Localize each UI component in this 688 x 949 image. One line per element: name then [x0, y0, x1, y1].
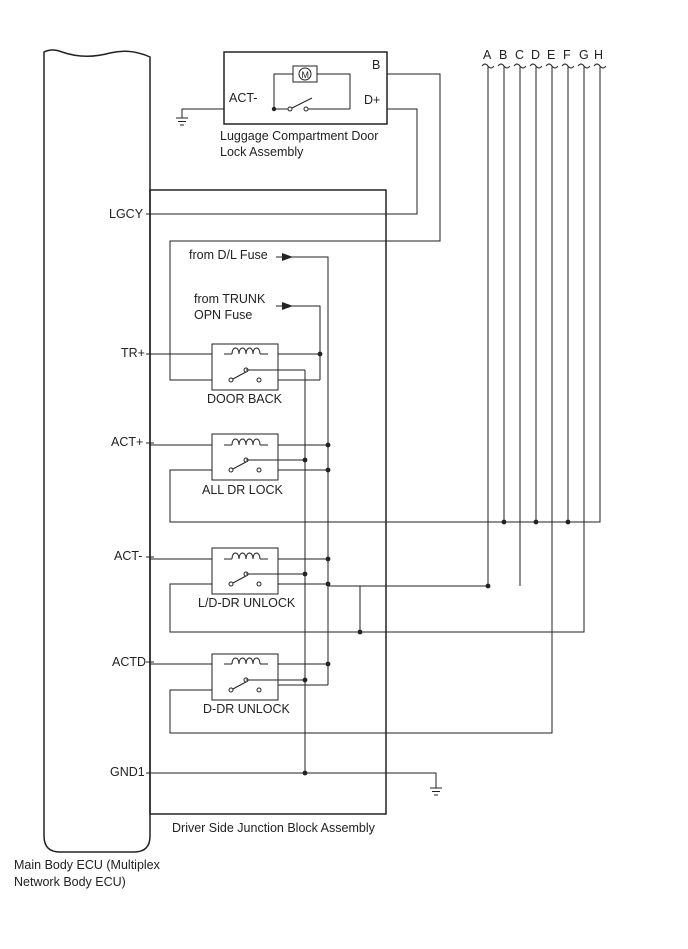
relay-door-back [211, 343, 279, 391]
relay-label-ld-dr-unlock: L/D-DR UNLOCK [198, 596, 296, 610]
relay-coil-icon [231, 552, 261, 560]
motor-symbol: M [302, 70, 310, 80]
luggage-label-line2: Lock Assembly [220, 145, 304, 159]
relay-all-dr-lock [211, 433, 279, 481]
connector-label-c: C [515, 48, 524, 62]
ecu-pin-tr-plus: TR+ [121, 346, 145, 360]
relay-coil-icon [231, 657, 261, 665]
motor-icon: M [292, 65, 318, 83]
ecu-pin-actd: ACTD [112, 655, 146, 669]
luggage-pin-d-plus: D+ [364, 93, 380, 107]
junction-block-outline [149, 189, 387, 815]
fuse-dl-label: from D/L Fuse [189, 248, 268, 262]
connector-label-a: A [483, 48, 492, 62]
wire-connector-a [328, 66, 489, 587]
fuse-trunk-label-line2: OPN Fuse [194, 308, 252, 322]
junction-dots [302, 351, 571, 776]
connector-label-e: E [547, 48, 555, 62]
ground-symbol-luggage [176, 108, 224, 126]
connector-label-g: G [579, 48, 589, 62]
ecu-pin-act-plus: ACT+ [111, 435, 143, 449]
junction-block-label: Driver Side Junction Block Assembly [172, 821, 376, 835]
wire-d-dr-unlock-output [169, 66, 553, 734]
arrow-icon [282, 302, 293, 310]
wire-trunk-fuse-feed [276, 305, 321, 380]
ecu-label-line1: Main Body ECU (Multiplex [14, 858, 161, 872]
luggage-label-line1: Luggage Compartment Door [220, 129, 378, 143]
luggage-pin-b: B [372, 58, 380, 72]
wire-dl-fuse-bus [276, 256, 329, 685]
ecu-pin-gnd1: GND1 [110, 765, 145, 779]
relay-ld-dr-unlock [211, 547, 279, 595]
connector-label-b: B [499, 48, 507, 62]
connector-label-h: H [594, 48, 603, 62]
wire-dplus-to-lgcy [150, 108, 418, 215]
luggage-door-lock-assembly: M ACT- B D+ Luggage Compartment Door Loc… [220, 51, 388, 159]
ecu-label-line2: Network Body ECU) [14, 875, 126, 889]
ecu-pin-act-minus: ACT- [114, 549, 142, 563]
ground-symbol-junction [430, 787, 442, 796]
wire-ground-bus [150, 370, 437, 788]
relay-label-d-dr-unlock: D-DR UNLOCK [203, 702, 290, 716]
connector-label-d: D [531, 48, 540, 62]
relay-label-all-dr-lock: ALL DR LOCK [202, 483, 283, 497]
relay-d-dr-unlock [211, 653, 279, 701]
main-body-ecu-outline [43, 49, 151, 853]
wire-b-to-trplus-loop [169, 73, 441, 381]
wire-all-dr-lock-output [169, 66, 601, 523]
relay-coil-icon [231, 347, 261, 355]
luggage-switch-blade [289, 97, 313, 110]
ecu-pin-lgcy: LGCY [109, 207, 144, 221]
luggage-pin-act-minus: ACT- [229, 91, 257, 105]
connector-label-f: F [563, 48, 571, 62]
connector-break-marks [481, 63, 607, 69]
arrow-icon [282, 253, 293, 261]
wire-ld-dr-unlock-output [169, 66, 585, 633]
fuse-trunk-label-line1: from TRUNK [194, 292, 266, 306]
relay-coil-icon [231, 438, 261, 446]
relay-label-door-back: DOOR BACK [207, 392, 283, 406]
